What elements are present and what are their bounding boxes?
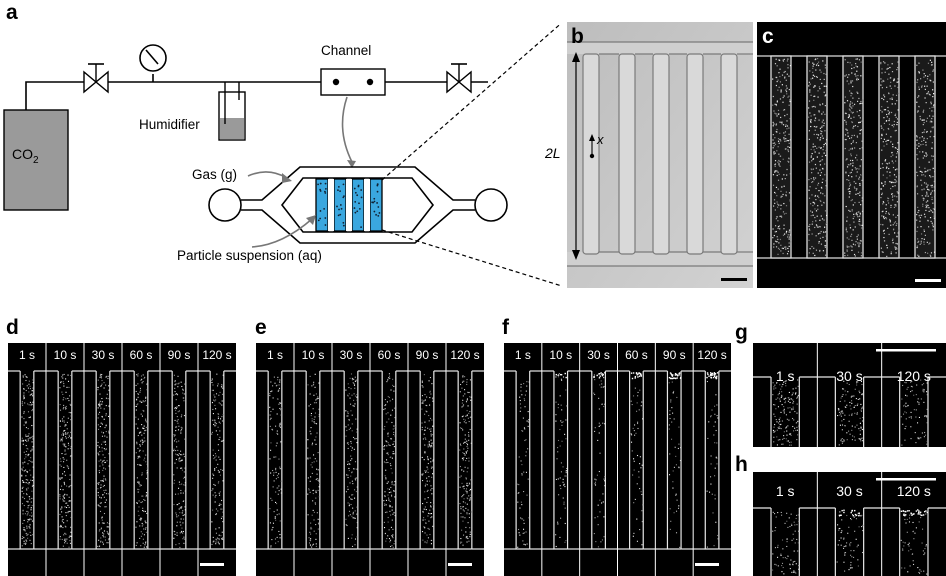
suspension-label: Particle suspension (aq) — [177, 248, 322, 263]
time-label-e: 10 s — [301, 348, 325, 362]
time-label-g: 120 s — [896, 368, 931, 384]
time-label-d: 120 s — [202, 348, 232, 362]
time-label-d: 30 s — [91, 348, 115, 362]
time-label-e: 60 s — [377, 348, 401, 362]
panel-label-g: g — [735, 321, 748, 344]
time-label-f: 60 s — [625, 348, 648, 362]
time-label-d: 10 s — [53, 348, 77, 362]
time-label-e: 30 s — [339, 348, 363, 362]
co2-label: CO2 — [12, 146, 39, 166]
time-label-f: 90 s — [662, 348, 686, 362]
time-label-h: 30 s — [836, 483, 863, 499]
panel-label-f: f — [502, 316, 509, 339]
valve-icon-left — [83, 63, 109, 94]
time-label-e: 1 s — [266, 348, 283, 362]
panel-label-c: c — [762, 25, 774, 48]
gas-label: Gas (g) — [192, 167, 238, 182]
time-label-d: 1 s — [18, 348, 35, 362]
time-label-g: 30 s — [836, 368, 863, 384]
time-label-d: 60 s — [129, 348, 153, 362]
time-label-e: 120 s — [450, 348, 480, 362]
humidifier-icon — [218, 82, 246, 141]
panel-label-d: d — [6, 316, 19, 339]
time-label-f: 10 s — [549, 348, 573, 362]
device-schematic — [208, 166, 508, 244]
pressure-gauge-icon — [139, 44, 167, 72]
panel-label-b: b — [571, 25, 584, 48]
panel-c-image — [757, 22, 946, 288]
panel-label-h: h — [735, 453, 748, 476]
time-label-f: 120 s — [697, 348, 727, 362]
time-label-d: 90 s — [167, 348, 191, 362]
panel-f-image — [504, 343, 731, 576]
time-label-h: 120 s — [896, 483, 931, 499]
panel-label-a: a — [6, 1, 18, 24]
schematic-setup — [3, 23, 560, 287]
channel-label: Channel — [321, 43, 372, 58]
axis-label-x: x — [597, 132, 604, 147]
panel-d-image — [8, 343, 236, 576]
panel-h-image — [753, 472, 946, 576]
co2-subscript: 2 — [33, 154, 39, 166]
time-label-f: 30 s — [587, 348, 610, 362]
panel-g-image — [753, 343, 946, 447]
channel-box-icon — [320, 68, 386, 96]
co2-tank — [3, 109, 69, 211]
time-label-f: 1 s — [514, 348, 531, 362]
panel-b-image — [567, 22, 753, 288]
time-label-g: 1 s — [775, 368, 795, 384]
humidifier-label: Humidifier — [139, 117, 200, 132]
panel-label-e: e — [255, 316, 267, 339]
time-label-e: 90 s — [415, 348, 439, 362]
time-label-h: 1 s — [775, 483, 795, 499]
valve-icon-right — [446, 63, 472, 94]
panel-e-image — [256, 343, 484, 576]
length-label: 2L — [545, 145, 561, 161]
